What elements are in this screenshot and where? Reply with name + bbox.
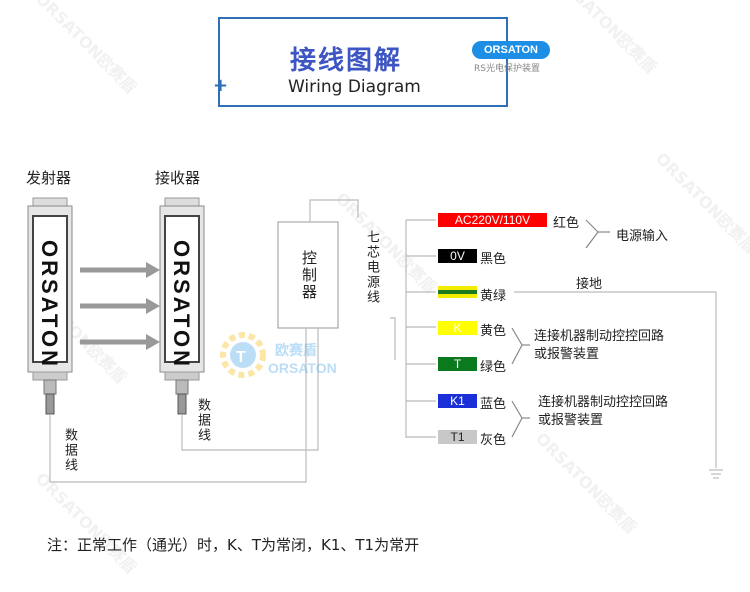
wire-color-black: 黑色 bbox=[480, 252, 507, 267]
watermark-logo: T bbox=[220, 332, 266, 378]
group2-line2: 或报警装置 bbox=[538, 413, 604, 428]
wire-tag-gray: T1 bbox=[438, 430, 477, 444]
wire-tag-green: T bbox=[438, 357, 477, 371]
brace-lines bbox=[511, 219, 610, 438]
wire-tag-yellow: K bbox=[438, 321, 477, 335]
wire-color-green: 绿色 bbox=[480, 360, 507, 375]
group2-line1: 连接机器制动控控回路 bbox=[538, 395, 669, 410]
wire-color-yellow: 黄色 bbox=[480, 324, 507, 339]
title-frame bbox=[218, 17, 508, 107]
emitter-data-line-label: 数据线 bbox=[62, 428, 77, 473]
controller-label: 控制器 bbox=[300, 250, 318, 301]
beam-arrows bbox=[80, 267, 148, 345]
page-subtitle: Wiring Diagram bbox=[288, 77, 421, 97]
wire-tag-black: 0V bbox=[438, 249, 477, 263]
receiver-label: 接收器 bbox=[155, 169, 201, 187]
watermark-logo-en: ORSATON bbox=[268, 360, 337, 376]
brand-badge: ORSATON bbox=[472, 41, 550, 59]
group1-line1: 连接机器制动控控回路 bbox=[534, 329, 665, 344]
emitter-body bbox=[27, 197, 73, 415]
ground-label: 接地 bbox=[576, 277, 603, 292]
receiver-brand-text: ORSATON bbox=[169, 240, 194, 369]
emitter-label: 发射器 bbox=[26, 169, 72, 187]
plus-icon: + bbox=[213, 75, 229, 96]
wire-color-yellowgreen: 黄绿 bbox=[480, 289, 507, 304]
footer-note: 注：正常工作（通光）时，K、T为常闭，K1、T1为常开 bbox=[47, 536, 420, 554]
receiver-body bbox=[159, 197, 205, 415]
wire-color-blue: 蓝色 bbox=[480, 397, 507, 412]
wire-color-red: 红色 bbox=[553, 216, 580, 231]
cable-label: 七芯电源线 bbox=[364, 230, 379, 305]
wire-tag-blue: K1 bbox=[438, 394, 477, 408]
wire-color-gray: 灰色 bbox=[480, 433, 507, 448]
wire-tag-yellowgreen bbox=[438, 286, 477, 298]
controller-box bbox=[277, 221, 339, 329]
power-input-label: 电源输入 bbox=[616, 229, 669, 244]
wire-tag-red: AC220V/110V bbox=[438, 213, 547, 227]
receiver-data-line-label: 数据线 bbox=[195, 398, 210, 443]
brand-subtitle: RS光电保护装置 bbox=[474, 64, 540, 74]
watermark-logo-cn: 欧赛盾 bbox=[275, 343, 317, 359]
emitter-brand-text: ORSATON bbox=[37, 240, 62, 369]
svg-text:T: T bbox=[236, 349, 246, 366]
group1-line2: 或报警装置 bbox=[534, 347, 600, 362]
page-title: 接线图解 bbox=[290, 46, 403, 76]
